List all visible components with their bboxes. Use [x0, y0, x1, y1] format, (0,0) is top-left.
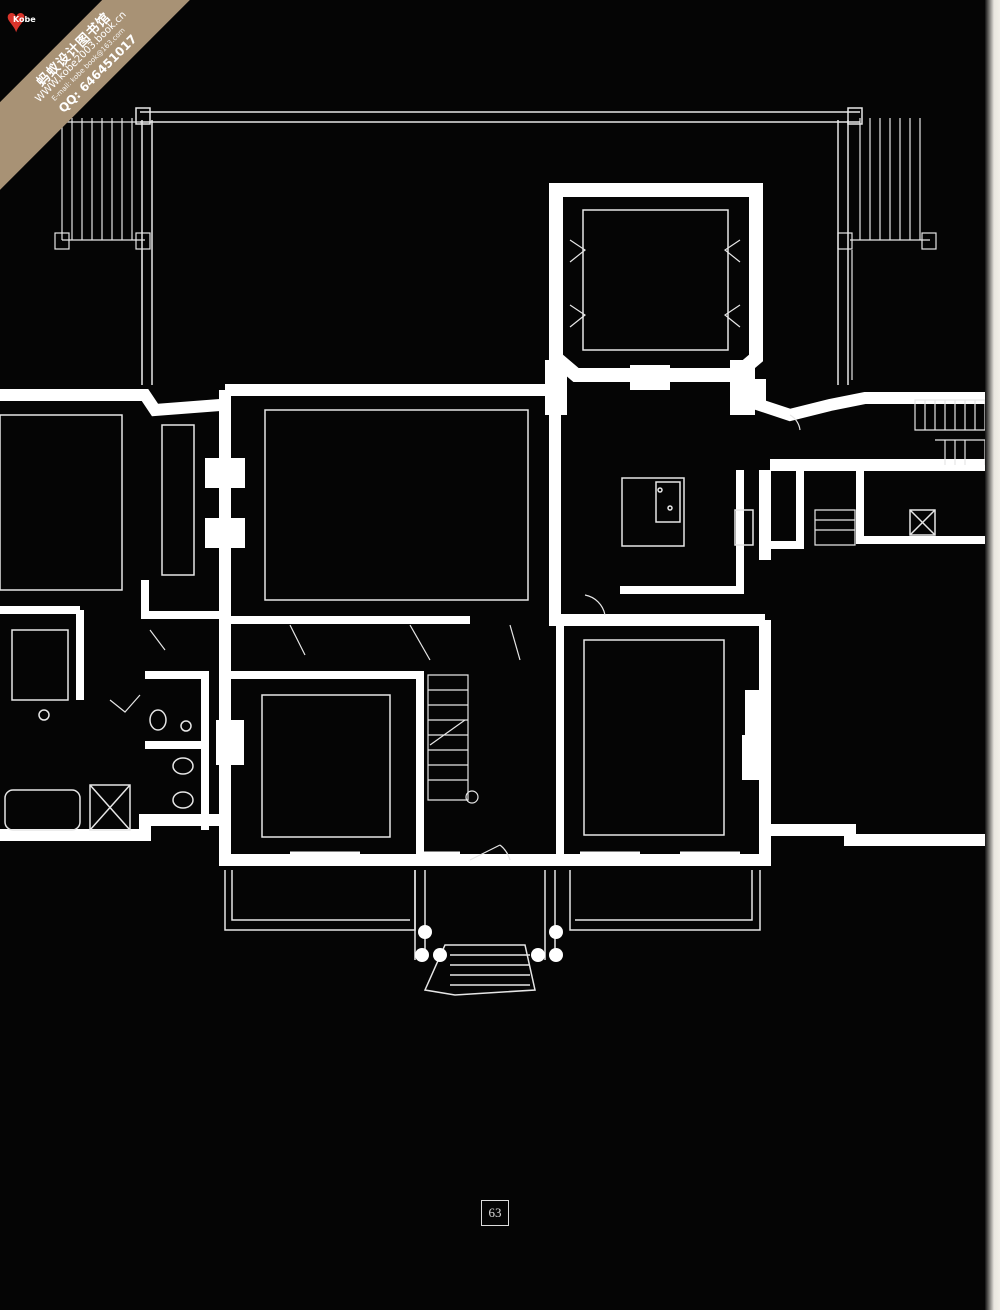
entrance-portico [224, 870, 761, 996]
page-number: 63 [481, 1200, 509, 1226]
side-stair [814, 399, 986, 546]
door-swings [109, 414, 801, 861]
room-outlines [0, 409, 936, 838]
terrace-outline [135, 107, 863, 385]
stamp-logo: Kobe [13, 15, 36, 24]
bay-room [549, 183, 763, 382]
portico-columns [415, 925, 563, 962]
page-edge [985, 0, 1000, 1310]
central-stair [427, 674, 479, 804]
terrace-stairs [54, 115, 937, 380]
interior-walls [0, 470, 990, 860]
fixtures [38, 487, 673, 809]
wall-piers [205, 360, 770, 780]
windows [235, 386, 985, 855]
exterior-walls [0, 379, 1000, 866]
heart-icon: ♥ [6, 3, 27, 40]
